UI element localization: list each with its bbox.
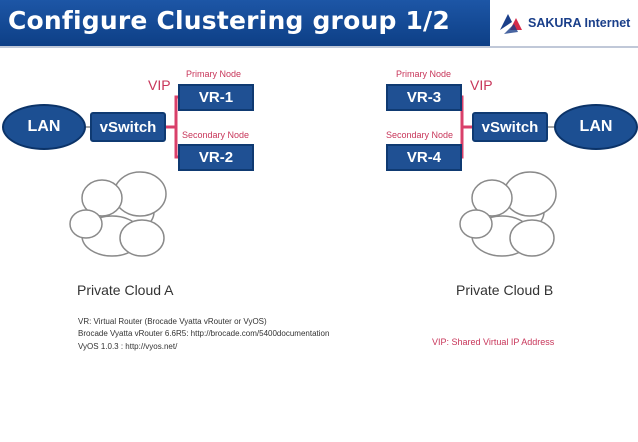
secondary-node-label-right: Secondary Node (386, 130, 454, 140)
vip-label-right: VIP (470, 77, 493, 93)
vswitch-left: vSwitch (90, 112, 166, 142)
logo: SAKURA Internet (490, 0, 638, 46)
vr-3-box: VR-3 (386, 84, 462, 111)
vr-4-box: VR-4 (386, 144, 462, 171)
lan-node-right: LAN (554, 104, 638, 150)
page-title: Configure Clustering group 1/2 (8, 6, 450, 35)
cloud-label-left: Private Cloud A (77, 282, 174, 298)
note-line-1: VR: Virtual Router (Brocade Vyatta vRout… (78, 317, 267, 326)
vr-1-box: VR-1 (178, 84, 254, 111)
note-line-2: Brocade Vyatta vRouter 6.6R5: http://bro… (78, 329, 330, 338)
logo-text: SAKURA Internet (528, 16, 631, 30)
lan-node-left: LAN (2, 104, 86, 150)
primary-node-label-left: Primary Node (186, 69, 242, 79)
header-bar: Configure Clustering group 1/2 SAKURA In… (0, 0, 638, 46)
sakura-logo-icon (500, 14, 522, 34)
note-line-3: VyOS 1.0.3 : http://vyos.net/ (78, 342, 178, 351)
cloud-icon-left (69, 171, 167, 257)
cloud-label-right: Private Cloud B (456, 282, 554, 298)
vswitch-right: vSwitch (472, 112, 548, 142)
vip-definition-note: VIP: Shared Virtual IP Address (432, 337, 555, 347)
header-divider (0, 46, 638, 48)
secondary-node-label-left: Secondary Node (182, 130, 250, 140)
vip-label-left: VIP (148, 77, 171, 93)
primary-node-label-right: Primary Node (396, 69, 452, 79)
cloud-icon-right (459, 171, 557, 257)
vr-2-box: VR-2 (178, 144, 254, 171)
